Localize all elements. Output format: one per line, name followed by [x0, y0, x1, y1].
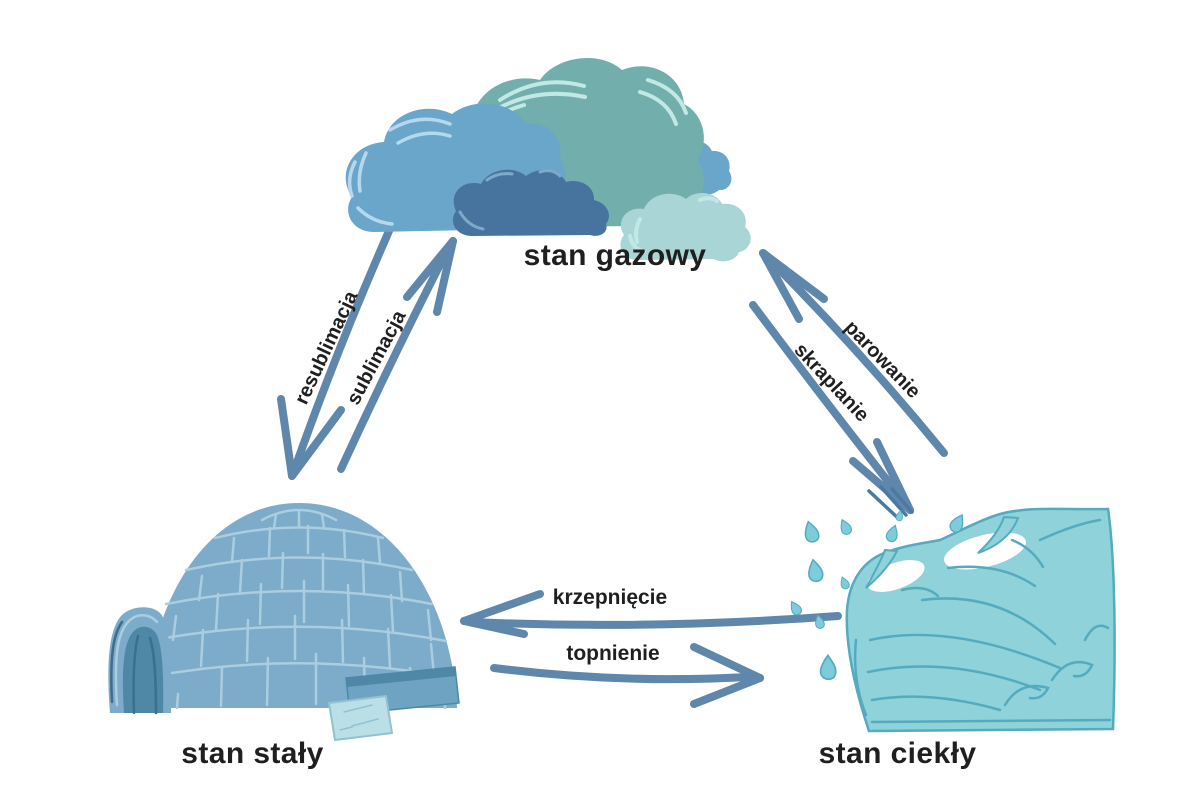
cloud-dark-blue: [452, 169, 609, 236]
wave-icon: [786, 485, 1116, 733]
resublimation-arrow: [277, 227, 393, 480]
sublimation-arrow: [337, 237, 457, 473]
cloud-pale-teal: [620, 192, 751, 262]
melting-label: topnienie: [566, 642, 660, 665]
melting-arrow: [490, 643, 764, 708]
igloo-icon: [108, 503, 460, 742]
freezing-label: krzepnięcie: [552, 586, 668, 609]
freezing-arrow: [460, 590, 842, 638]
igloo-entrance: [108, 607, 172, 715]
splash-streaks: [867, 485, 914, 521]
condensation-arrow: [749, 301, 914, 514]
liquid-state-label: stan ciekły: [818, 737, 977, 770]
evaporation-arrow: [759, 249, 948, 457]
gas-state-label: stan gazowy: [523, 239, 707, 272]
clouds-icon: [345, 57, 751, 262]
ice-block: [327, 694, 394, 742]
ice-blocks: [327, 666, 460, 742]
solid-state-label: stan stały: [181, 737, 324, 770]
